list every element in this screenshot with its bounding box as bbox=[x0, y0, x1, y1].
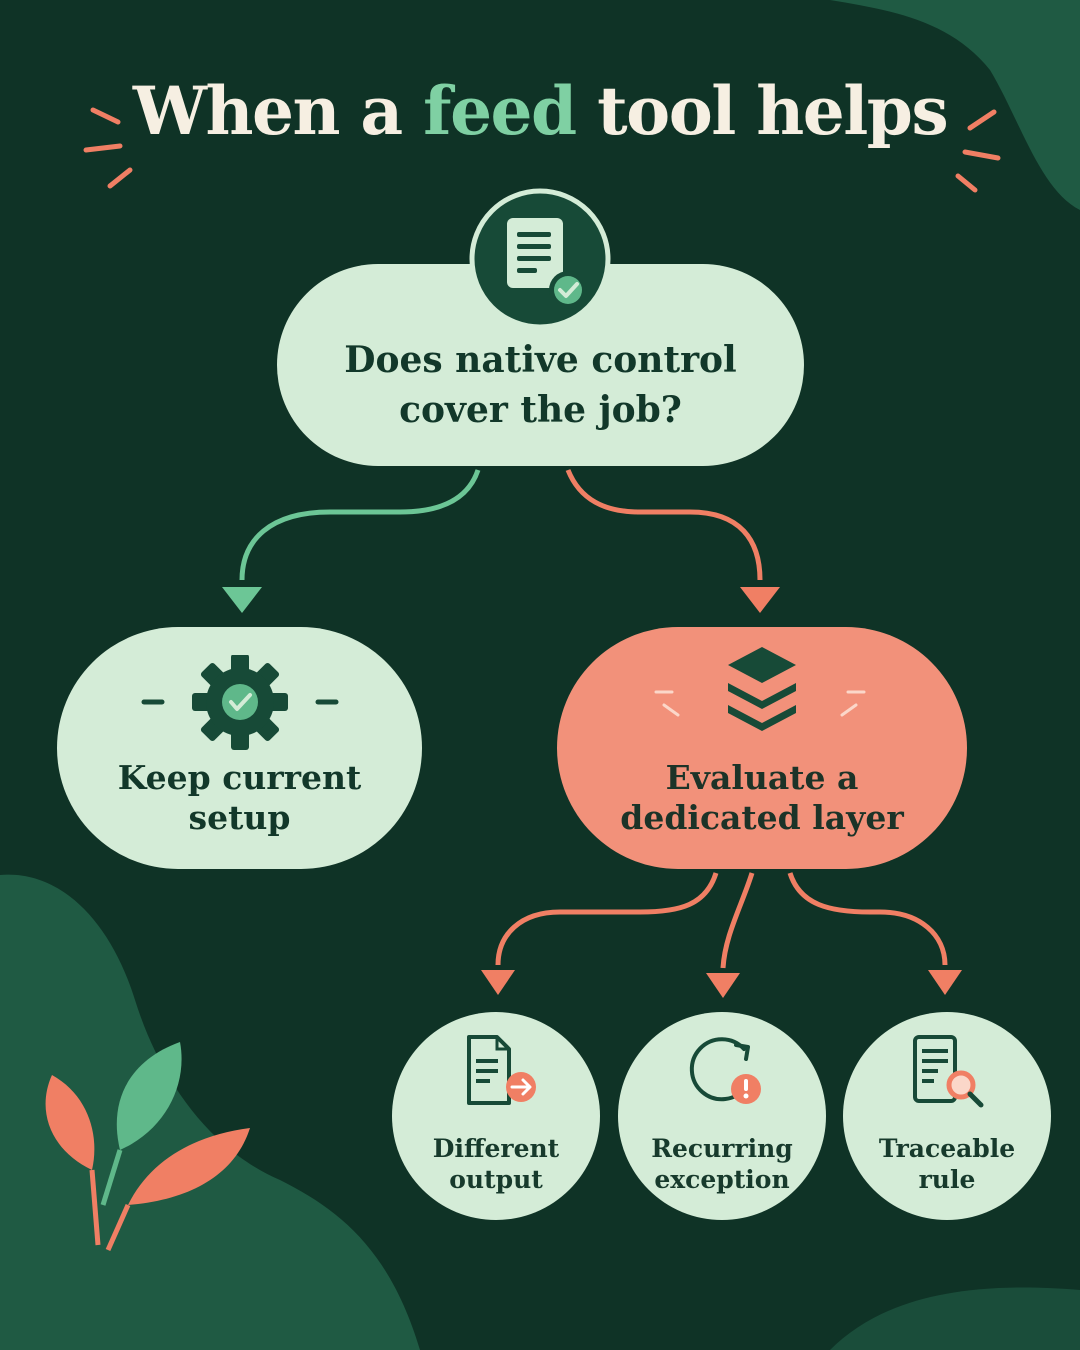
top-right-blob bbox=[830, 0, 1080, 210]
title-accent-word: feed bbox=[423, 72, 577, 150]
title-part-2: tool helps bbox=[575, 72, 948, 150]
refresh-alert-icon bbox=[689, 1037, 761, 1104]
reason-node-traceable-rule: Traceable rule bbox=[843, 1012, 1051, 1220]
layers-icon bbox=[654, 647, 866, 731]
bottom-left-blob bbox=[0, 874, 420, 1350]
reason-label: Different output bbox=[432, 1134, 560, 1194]
keep-setup-label: Keep current setup bbox=[117, 758, 362, 837]
bottom-right-blob bbox=[830, 1287, 1080, 1350]
reason-node-recurring-exception: Recurring exception bbox=[618, 1012, 826, 1220]
reason-node-different-output: Different output bbox=[392, 1012, 600, 1220]
page-title: When a feed tool helps bbox=[0, 72, 1080, 150]
document-arrow-icon bbox=[467, 1035, 536, 1105]
document-search-icon bbox=[913, 1035, 984, 1108]
document-check-icon bbox=[469, 188, 611, 330]
gear-check-icon bbox=[141, 655, 339, 750]
reason-label: Traceable rule bbox=[878, 1134, 1016, 1194]
reason-label: Recurring exception bbox=[651, 1134, 793, 1194]
title-part-1: When a bbox=[132, 72, 424, 150]
question-label: Does native control cover the job? bbox=[344, 339, 737, 431]
evaluate-layer-label: Evaluate a dedicated layer bbox=[620, 758, 904, 837]
